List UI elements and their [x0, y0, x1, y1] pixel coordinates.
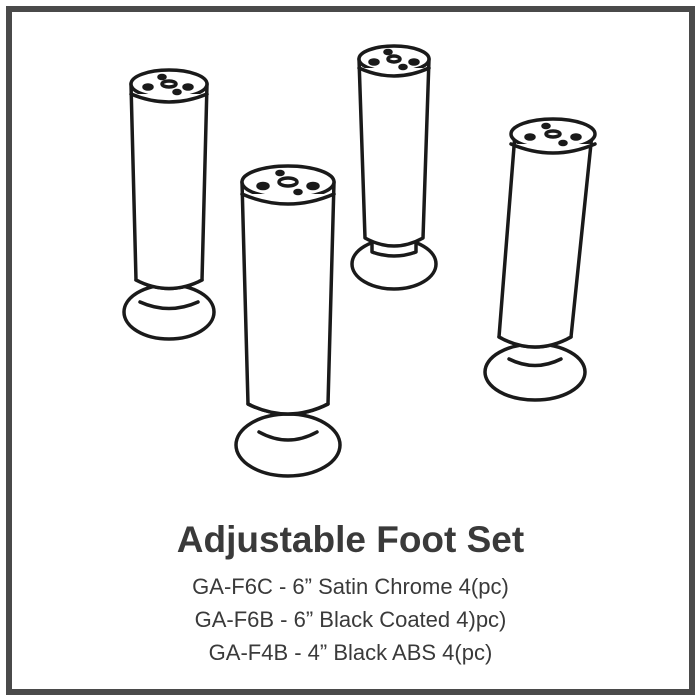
- product-variant-f6c: GA-F6C - 6” Satin Chrome 4(pc): [192, 574, 509, 599]
- foot-right: [483, 117, 597, 402]
- foot-back-center: [350, 44, 438, 291]
- foot-back-left: [122, 68, 216, 341]
- product-card-frame: Adjustable Foot Set GA-F6C - 6” Satin Ch…: [6, 6, 695, 695]
- furniture-feet-illustration: [122, 44, 597, 478]
- product-variant-f6b: GA-F6B - 6” Black Coated 4)pc): [194, 607, 507, 632]
- product-title: Adjustable Foot Set: [176, 519, 525, 560]
- product-variant-list: GA-F6C - 6” Satin Chrome 4(pc) GA-F6B - …: [12, 570, 689, 669]
- product-variant-f4b: GA-F4B - 4” Black ABS 4(pc): [208, 640, 493, 665]
- foot-front-center: [234, 164, 342, 478]
